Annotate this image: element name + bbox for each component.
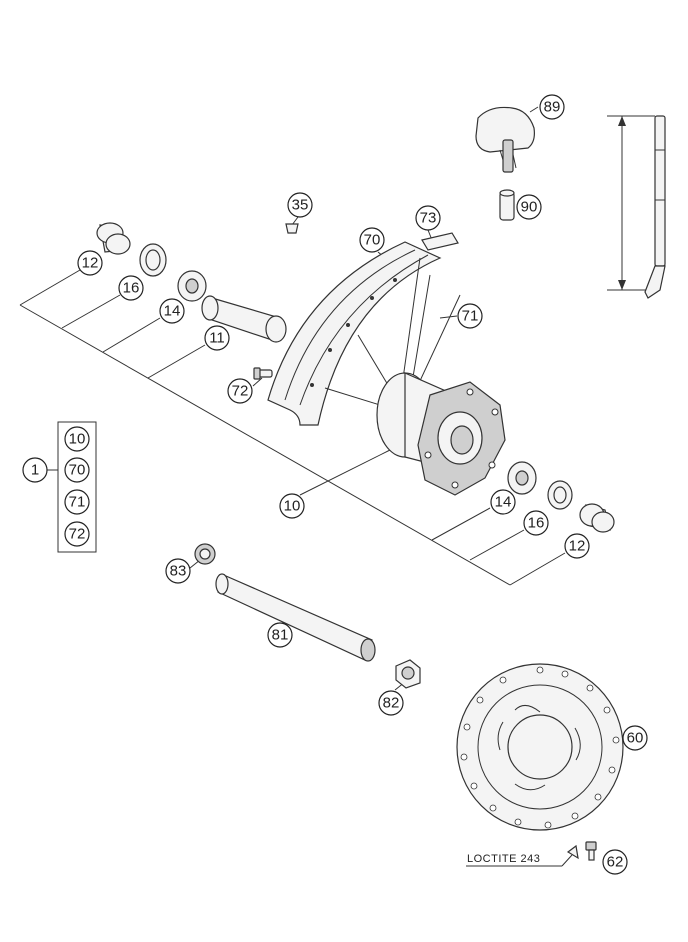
loctite-note: LOCTITE 243 — [467, 853, 540, 865]
svg-text:16: 16 — [528, 515, 545, 532]
svg-text:11: 11 — [209, 330, 225, 347]
kit-item-71: 71 — [64, 489, 90, 515]
callout-16-right: 16 — [523, 510, 549, 536]
callout-89: 89 — [539, 94, 565, 120]
part-73-rim-tape — [421, 232, 459, 251]
callouts: 89 90 35 73 70 71 12 16 — [22, 94, 648, 875]
part-16-seal-right — [547, 480, 573, 510]
svg-text:83: 83 — [170, 563, 187, 580]
svg-text:90: 90 — [521, 199, 538, 216]
kit-item-70: 70 — [64, 457, 90, 483]
svg-text:10: 10 — [284, 498, 301, 515]
svg-text:62: 62 — [607, 854, 624, 871]
part-60-brake-disc — [456, 663, 624, 831]
part-35-nipple — [285, 223, 299, 234]
callout-90: 90 — [516, 194, 542, 220]
callout-73: 73 — [415, 205, 441, 231]
svg-text:73: 73 — [420, 210, 437, 227]
svg-text:71: 71 — [462, 308, 479, 325]
callout-70: 70 — [359, 227, 385, 253]
svg-text:72: 72 — [232, 383, 249, 400]
svg-text:14: 14 — [495, 494, 512, 511]
svg-text:35: 35 — [292, 197, 309, 214]
kit-item-10: 10 — [64, 426, 90, 452]
part-72-screw — [253, 367, 273, 380]
callout-12-left: 12 — [77, 250, 103, 276]
callout-35: 35 — [287, 192, 313, 218]
callout-1: 1 — [22, 457, 48, 483]
part-70-rim — [267, 241, 442, 426]
svg-text:16: 16 — [123, 280, 140, 297]
callout-14-right: 14 — [490, 489, 516, 515]
callout-60: 60 — [622, 725, 648, 751]
callout-11: 11 — [204, 325, 230, 351]
callout-72: 72 — [227, 378, 253, 404]
part-90-nut — [499, 189, 515, 221]
svg-text:81: 81 — [272, 627, 289, 644]
part-14-bearing-left — [177, 270, 207, 302]
part-81-axle — [215, 573, 376, 662]
part-62-bolt — [566, 841, 597, 861]
part-10-hub — [376, 372, 506, 496]
svg-text:89: 89 — [544, 99, 561, 116]
svg-text:1: 1 — [31, 462, 39, 479]
svg-text:70: 70 — [69, 462, 86, 479]
part-82-nut — [395, 659, 421, 689]
callout-81: 81 — [267, 622, 293, 648]
part-89-rim-lock — [475, 106, 535, 173]
callout-83: 83 — [165, 558, 191, 584]
callout-14-left: 14 — [159, 298, 185, 324]
spoke-gauge — [644, 115, 666, 299]
callout-12-right: 12 — [564, 533, 590, 559]
callout-16-left: 16 — [118, 275, 144, 301]
callout-71: 71 — [457, 303, 483, 329]
part-83-nut — [194, 543, 216, 565]
callout-82: 82 — [378, 690, 404, 716]
svg-text:72: 72 — [69, 526, 86, 543]
callout-10: 10 — [279, 493, 305, 519]
svg-text:12: 12 — [569, 538, 586, 555]
svg-text:60: 60 — [627, 730, 644, 747]
kit-box — [47, 421, 97, 553]
callout-62: 62 — [602, 849, 628, 875]
part-12-spacer-right — [579, 503, 615, 533]
svg-text:82: 82 — [383, 695, 400, 712]
kit-item-72: 72 — [64, 521, 90, 547]
svg-text:70: 70 — [364, 232, 381, 249]
part-11-distance-tube — [201, 295, 287, 343]
parts — [96, 106, 666, 861]
part-14-bearing-right — [507, 461, 537, 495]
svg-text:14: 14 — [164, 303, 181, 320]
svg-text:71: 71 — [69, 494, 86, 511]
svg-text:10: 10 — [69, 431, 86, 448]
part-12-spacer-left — [96, 222, 131, 255]
part-16-seal-left — [139, 243, 167, 277]
svg-text:12: 12 — [82, 255, 99, 272]
